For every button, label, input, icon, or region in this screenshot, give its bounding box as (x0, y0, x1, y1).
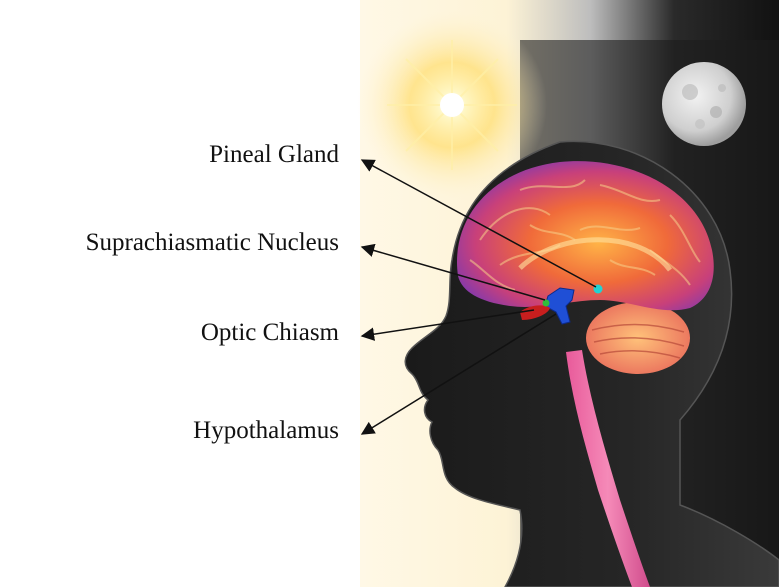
label-suprachiasmatic-nucleus: Suprachiasmatic Nucleus (86, 228, 339, 258)
scn-marker (543, 300, 550, 307)
label-pineal-gland: Pineal Gland (209, 140, 339, 170)
moon-icon (662, 62, 746, 146)
label-hypothalamus: Hypothalamus (193, 416, 339, 446)
label-optic-chiasm: Optic Chiasm (201, 318, 339, 348)
